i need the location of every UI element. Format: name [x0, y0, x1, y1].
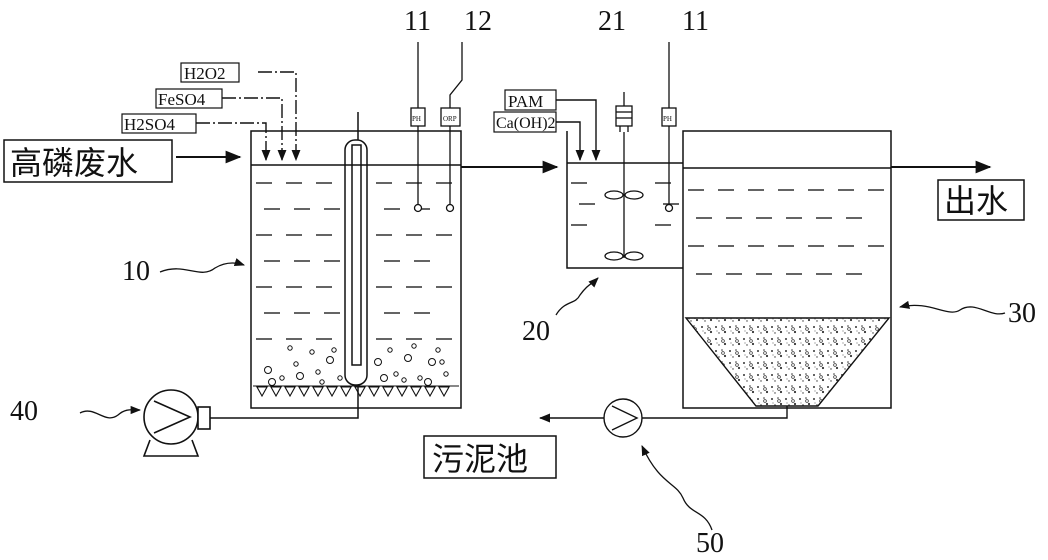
air-bubble	[393, 371, 399, 377]
callout-10: 10	[122, 256, 150, 287]
air-bubble	[319, 379, 325, 385]
air-bubble	[439, 359, 445, 365]
reagent-label-feso4: FeSO4	[158, 90, 206, 109]
ph-probe-tag: PH	[412, 115, 421, 123]
ph-probe-tag-2: PH	[663, 115, 672, 123]
diffuser-nozzle	[424, 386, 436, 398]
air-bubble	[326, 356, 334, 364]
air-bubble	[428, 358, 436, 366]
air-bubble	[315, 369, 321, 375]
outlet-label: 出水	[944, 182, 1008, 220]
air-bubble	[443, 371, 449, 377]
reagent-box-pam: PAM	[504, 89, 557, 111]
air-bubble	[411, 343, 417, 349]
air-bubble	[404, 354, 412, 362]
diffuser-nozzle	[340, 386, 352, 398]
sludge-pump-50	[603, 398, 643, 438]
reagent-box-caoh2: Ca(OH)2	[493, 111, 557, 133]
air-pump-40	[142, 389, 211, 457]
callout-11-left: 11	[404, 6, 431, 37]
diffuser-nozzle	[284, 386, 296, 398]
diffuser-nozzle	[354, 386, 366, 398]
diffuser-nozzle	[368, 386, 380, 398]
air-bubble	[374, 358, 382, 366]
outlet-box: 出水	[937, 179, 1025, 221]
sludge-pool-label: 污泥池	[432, 440, 528, 478]
callout-50: 50	[696, 528, 724, 559]
air-bubble	[417, 375, 423, 381]
reagent-box-h2o2: H2O2	[180, 62, 240, 83]
reagent-lines-tank-20	[556, 99, 601, 162]
diffuser-nozzle	[410, 386, 422, 398]
reagent-lines-tank-10	[196, 71, 301, 162]
reagent-label-h2so4: H2SO4	[124, 115, 176, 134]
diffuser-nozzle	[396, 386, 408, 398]
ph-probe-tank-10	[410, 42, 426, 213]
sludge-pool-box: 污泥池	[423, 435, 557, 479]
leader-10	[159, 258, 245, 273]
reagent-box-h2so4: H2SO4	[121, 113, 197, 134]
callout-11-right: 11	[682, 6, 709, 37]
air-bubble	[264, 366, 272, 374]
leader-40	[79, 405, 142, 419]
tank-30-water-dashes	[688, 189, 884, 275]
tank-20-water-dashes	[571, 182, 679, 226]
sludge-pipe	[538, 406, 788, 423]
air-bubble	[380, 374, 388, 382]
callout-12: 12	[464, 6, 492, 37]
air-bubble	[296, 372, 304, 380]
tank-10-diffusers	[253, 385, 459, 398]
tank-10-reactor	[250, 130, 462, 409]
diffuser-nozzle	[326, 386, 338, 398]
diffuser-nozzle	[256, 386, 268, 398]
diffuser-nozzle	[298, 386, 310, 398]
leader-30	[898, 300, 1006, 315]
air-bubble	[293, 361, 299, 367]
air-bubble	[331, 347, 337, 353]
tank-20-coagulation	[566, 131, 683, 269]
air-bubble	[387, 347, 393, 353]
diffuser-nozzle	[438, 386, 450, 398]
ph-probe-tank-20	[661, 42, 677, 213]
orp-probe-tank-10	[440, 42, 463, 213]
callout-20: 20	[522, 316, 550, 347]
air-bubble	[337, 375, 343, 381]
reagent-label-pam: PAM	[508, 92, 543, 111]
tank-10-water-dashes	[256, 182, 452, 340]
air-bubble	[268, 378, 276, 386]
inlet-box: 高磷废水	[3, 139, 173, 183]
reagent-box-feso4: FeSO4	[155, 88, 223, 109]
inlet-label: 高磷废水	[10, 144, 138, 182]
air-bubble	[309, 349, 315, 355]
reagent-label-h2o2: H2O2	[184, 64, 226, 83]
air-bubble	[424, 378, 432, 386]
callout-40: 40	[10, 396, 38, 427]
leader-50	[641, 445, 713, 531]
diffuser-nozzle	[312, 386, 324, 398]
leader-20	[555, 277, 599, 316]
air-bubble	[279, 375, 285, 381]
stirrer	[604, 92, 644, 261]
diffuser-nozzle	[382, 386, 394, 398]
air-bubble	[287, 345, 293, 351]
tank-10-bubbles	[264, 343, 449, 386]
air-bubble	[401, 377, 407, 383]
air-bubble	[435, 347, 441, 353]
tank-10-aeration-tube	[200, 112, 368, 419]
callout-21: 21	[598, 6, 626, 37]
callout-30: 30	[1008, 298, 1036, 329]
reagent-label-caoh2: Ca(OH)2	[496, 115, 556, 132]
orp-probe-tag: ORP	[443, 115, 457, 123]
diffuser-nozzle	[270, 386, 282, 398]
sludge-hopper	[684, 317, 891, 407]
